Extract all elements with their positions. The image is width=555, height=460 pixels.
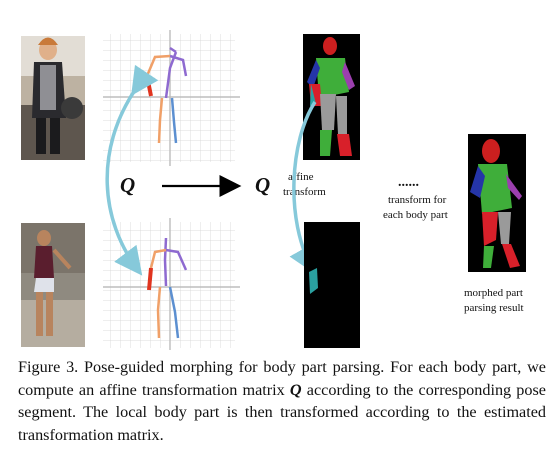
affine-label-line1: affine — [288, 171, 314, 183]
target-person-photo — [21, 223, 85, 347]
target-pose-skeleton — [103, 218, 240, 350]
dots-label: ...... — [398, 175, 419, 190]
source-pose-skeleton — [103, 30, 240, 166]
figure-caption: Figure 3. Pose-guided morphing for body … — [18, 356, 546, 446]
transform-each-line1: transform for — [388, 194, 447, 206]
source-person-photo — [21, 36, 85, 160]
part-transfer-arrow — [289, 101, 317, 275]
caption-text-part2: according to the corresponding pose segm… — [18, 380, 546, 444]
transform-each-line2: each body part — [383, 209, 448, 221]
caption-text-part1: Pose-guided morphing for body part parsi… — [18, 358, 546, 399]
morphed-result-map — [468, 134, 526, 272]
source-parsing-map — [303, 34, 360, 160]
q-symbol-right: Q — [255, 173, 270, 197]
caption-q-symbol: Q — [289, 380, 302, 399]
transformed-part-map — [304, 222, 360, 348]
result-label-line2: parsing result — [464, 302, 524, 314]
figure-illustration: Q Q affine transform ...... transform fo… — [21, 30, 526, 350]
result-label-line1: morphed part — [464, 287, 523, 299]
pose-correspondence-arrow — [105, 64, 159, 276]
affine-label-line2: transform — [283, 186, 326, 198]
q-symbol-left: Q — [120, 173, 135, 197]
caption-label: Figure 3. — [18, 358, 79, 376]
